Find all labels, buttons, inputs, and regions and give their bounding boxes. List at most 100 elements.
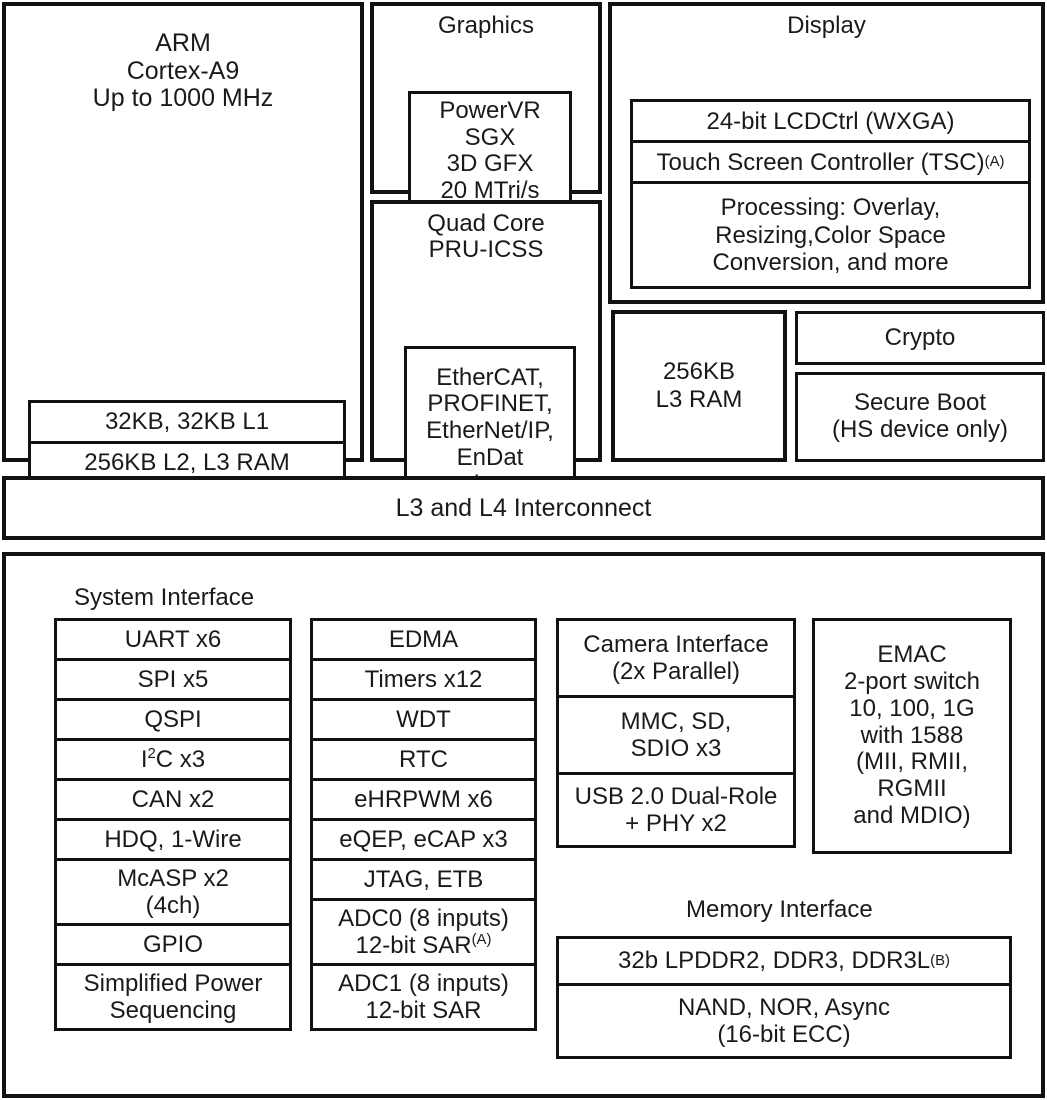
display-items-stack: 24-bit LCDCtrl (WXGA) Touch Screen Contr… [630, 99, 1031, 290]
peripheral-camera-line-1: Camera Interface [583, 630, 769, 658]
pru-protocol-line-3: EtherNet/IP, [426, 417, 554, 445]
emac-line-4: with 1588 [860, 721, 964, 749]
display-block: Display 24-bit LCDCtrl (WXGA) Touch Scre… [608, 2, 1045, 304]
peripheral-edma: EDMA [310, 618, 537, 661]
graphics-core-line-4: 20 MTri/s [440, 177, 540, 205]
peripheral-camera-interface: Camera Interface (2x Parallel) [556, 618, 796, 698]
display-lcd-controller-label: 24-bit LCDCtrl (WXGA) [706, 107, 955, 135]
peripheral-power-seq-line-1: Simplified Power [83, 969, 263, 997]
peripheral-adc1-line-1: ADC1 (8 inputs) [338, 969, 509, 997]
peripheral-gpio: GPIO [54, 923, 292, 966]
peripheral-usb-line-1: USB 2.0 Dual-Role [574, 782, 778, 810]
peripheral-adc0-footnote: (A) [471, 932, 492, 948]
l3-ram-line-2: L3 RAM [655, 386, 743, 413]
graphics-core-line-2: SGX [464, 123, 516, 151]
graphics-block: Graphics PowerVR SGX 3D GFX 20 MTri/s [370, 2, 602, 212]
peripheral-mcasp: McASP x2 (4ch) [54, 858, 292, 926]
peripheral-jtag-etb: JTAG, ETB [310, 858, 537, 901]
peripherals-panel: System Interface Memory Interface UART x… [2, 552, 1045, 1098]
display-processing-line-2: Resizing,Color Space [715, 221, 946, 249]
pru-protocol-line-1: EtherCAT, [436, 363, 544, 391]
graphics-inner-area: PowerVR SGX 3D GFX 20 MTri/s [374, 45, 598, 212]
memory-interface-ddr-label: 32b LPDDR2, DDR3, DDR3L [618, 947, 931, 975]
peripheral-can: CAN x2 [54, 778, 292, 821]
peripheral-adc0: ADC0 (8 inputs) 12-bit SAR(A) [310, 898, 537, 966]
arm-block-title: ARM Cortex-A9 Up to 1000 MHz [6, 6, 360, 119]
peripheral-power-seq-line-2: Sequencing [109, 997, 237, 1024]
display-lcd-controller: 24-bit LCDCtrl (WXGA) [630, 99, 1031, 144]
memory-interface-stack: 32b LPDDR2, DDR3, DDR3L(B) NAND, NOR, As… [556, 936, 1012, 1059]
crypto-block: Crypto [795, 311, 1045, 365]
peripheral-i2c: I2C x3 [54, 738, 292, 781]
emac-line-6: RGMII [877, 775, 947, 803]
peripheral-timers: Timers x12 [310, 658, 537, 701]
peripheral-rtc: RTC [310, 738, 537, 781]
emac-line-1: EMAC [877, 640, 947, 668]
display-inner-area: 24-bit LCDCtrl (WXGA) Touch Screen Contr… [612, 45, 1041, 300]
display-processing-line-1: Processing: Overlay, [720, 194, 941, 222]
secure-boot-block: Secure Boot (HS device only) [795, 372, 1045, 462]
pru-title-line-2: PRU-ICSS [428, 236, 544, 264]
peripheral-adc1-line-2: 12-bit SAR [365, 997, 482, 1024]
graphics-block-title: Graphics [437, 12, 535, 39]
display-block-title: Display [787, 12, 866, 39]
l3-ram-line-1: 256KB [662, 358, 736, 386]
secure-boot-line-1: Secure Boot [853, 389, 987, 417]
system-interface-label: System Interface [74, 584, 255, 611]
pru-block-title: Quad Core PRU-ICSS [374, 204, 598, 270]
emac-line-2: 2-port switch [843, 667, 981, 695]
secure-boot-line-2: (HS device only) [831, 416, 1009, 443]
memory-interface-nand-line-1: NAND, NOR, Async [677, 993, 891, 1021]
peripheral-adc0-line-1: ADC0 (8 inputs) [338, 904, 509, 932]
graphics-core-line-3: 3D GFX [446, 150, 534, 178]
l3-ram-block: 256KB L3 RAM [611, 310, 787, 462]
peripheral-mmc-sd-sdio: MMC, SD, SDIO x3 [556, 695, 796, 775]
emac-line-5: (MII, RMII, [856, 748, 968, 776]
peripheral-spi: SPI x5 [54, 658, 292, 701]
graphics-core-line-1: PowerVR [439, 96, 541, 124]
peripheral-i2c-label: I2C x3 [140, 745, 206, 773]
arm-title-line-1: ARM [155, 29, 211, 57]
memory-interface-label: Memory Interface [686, 896, 873, 923]
peripheral-hdq-1wire: HDQ, 1-Wire [54, 818, 292, 861]
arm-inner-area: 32KB, 32KB L1 256KB L2, L3 RAM 64KB RAM [6, 119, 360, 526]
display-processing-line-3: Conversion, and more [712, 249, 949, 277]
pru-protocol-line-2: PROFINET, [427, 390, 553, 418]
quad-core-pru-icss-block: Quad Core PRU-ICSS EtherCAT, PROFINET, E… [370, 200, 602, 518]
peripheral-camera-line-2: (2x Parallel) [611, 658, 741, 685]
crypto-label: Crypto [884, 323, 956, 351]
peripheral-adc0-sar-label: 12-bit SAR [355, 932, 472, 959]
system-interface-column-2: EDMA Timers x12 WDT RTC eHRPWM x6 eQEP, … [310, 618, 537, 1031]
emac-block: EMAC 2-port switch 10, 100, 1G with 1588… [812, 618, 1012, 854]
peripheral-power-sequencing: Simplified Power Sequencing [54, 963, 292, 1031]
pru-title-line-1: Quad Core [427, 210, 545, 237]
arm-cortex-a9-block: ARM Cortex-A9 Up to 1000 MHz 32KB, 32KB … [2, 2, 364, 526]
peripheral-usb: USB 2.0 Dual-Role + PHY x2 [556, 772, 796, 848]
memory-interface-nand-line-2: (16-bit ECC) [717, 1021, 851, 1048]
display-touch-screen-controller: Touch Screen Controller (TSC)(A) [630, 140, 1031, 185]
peripheral-usb-line-2: + PHY x2 [625, 810, 727, 837]
peripheral-adc0-line-2: 12-bit SAR(A) [338, 932, 509, 959]
emac-line-3: 10, 100, 1G [849, 694, 975, 722]
emac-line-7: and MDIO) [853, 802, 971, 830]
peripheral-wdt: WDT [310, 698, 537, 741]
peripheral-adc1: ADC1 (8 inputs) 12-bit SAR [310, 963, 537, 1031]
display-tsc-label: Touch Screen Controller (TSC) [656, 148, 985, 176]
system-interface-column-1: UART x6 SPI x5 QSPI I2C x3 CAN x2 HDQ, 1… [54, 618, 292, 1031]
i2c-superscript-2: 2 [147, 745, 156, 762]
l3-l4-interconnect-bar: L3 and L4 Interconnect [2, 476, 1045, 540]
memory-interface-nand-nor: NAND, NOR, Async (16-bit ECC) [556, 983, 1012, 1059]
arm-title-line-2: Cortex-A9 [126, 56, 240, 85]
peripheral-mmc-line-1: MMC, SD, [620, 707, 732, 735]
graphics-core-powervr: PowerVR SGX 3D GFX 20 MTri/s [408, 91, 572, 212]
arm-title-line-3: Up to 1000 MHz [92, 84, 274, 112]
peripheral-mcasp-line-2: (4ch) [145, 892, 201, 919]
peripheral-uart: UART x6 [54, 618, 292, 661]
peripheral-mcasp-line-1: McASP x2 [117, 864, 229, 892]
system-interface-column-3: Camera Interface (2x Parallel) MMC, SD, … [556, 618, 796, 848]
pru-protocol-line-4: EnDat [456, 444, 524, 472]
peripheral-eqep-ecap: eQEP, eCAP x3 [310, 818, 537, 861]
peripheral-ehrpwm: eHRPWM x6 [310, 778, 537, 821]
memory-interface-ddr: 32b LPDDR2, DDR3, DDR3L(B) [556, 936, 1012, 986]
